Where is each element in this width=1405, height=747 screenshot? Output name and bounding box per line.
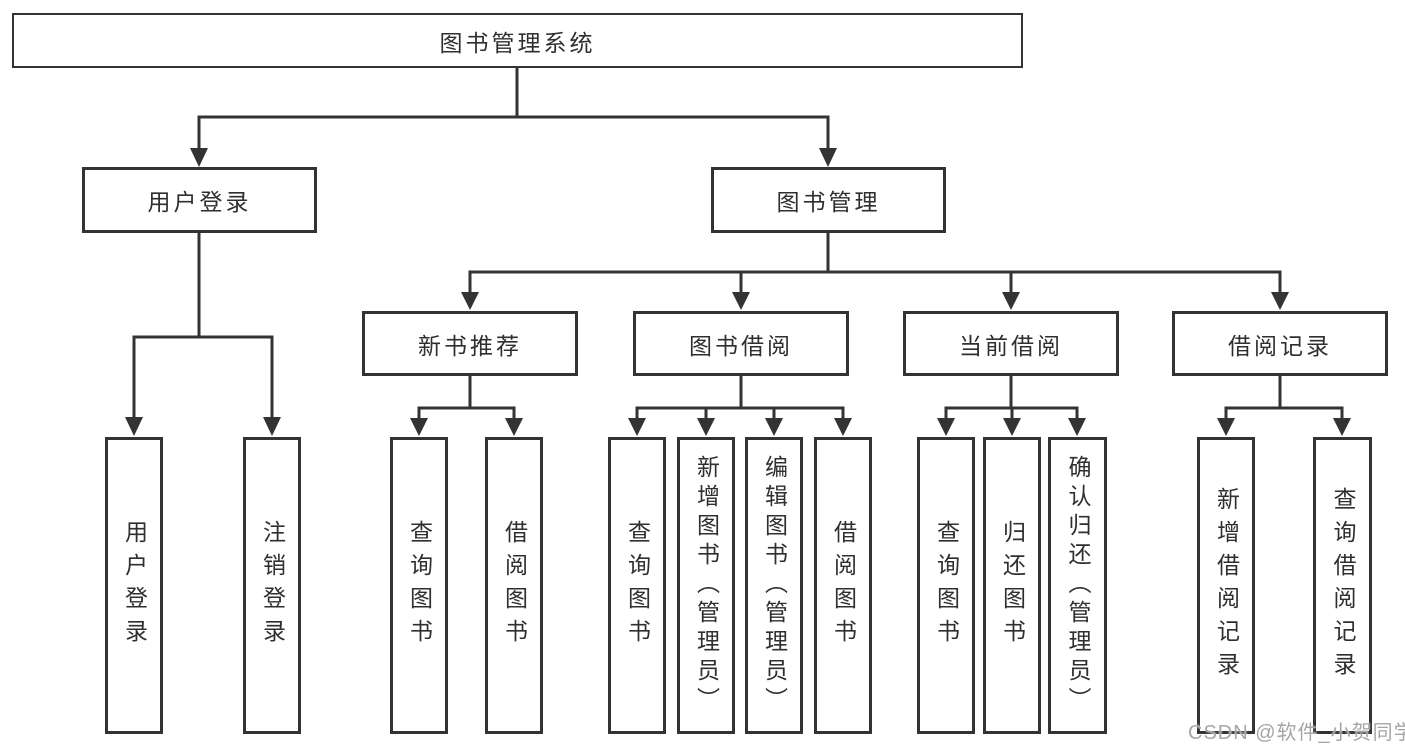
node-leaf-user-login: 用户登录 [105,437,163,734]
node-book-management: 图书管理 [711,167,946,233]
node-leaf-logout-label: 注销登录 [259,519,286,652]
node-leaf-logout: 注销登录 [243,437,301,734]
node-borrow-records: 借阅记录 [1172,311,1388,376]
arrowheads [125,148,1351,436]
node-leaf-borrow-books-recommend-label: 借阅图书 [501,519,528,652]
node-leaf-add-books-admin: 新增图书（管理员） [677,437,735,734]
node-leaf-borrow-books: 借阅图书 [814,437,872,734]
node-leaf-add-books-admin-label: 新增图书（管理员） [693,455,720,716]
node-user-login-label: 用户登录 [147,189,252,215]
node-leaf-return-books: 归还图书 [983,437,1041,734]
node-leaf-query-books-borrow-label: 查询图书 [624,519,651,652]
node-new-book-recommend: 新书推荐 [362,311,578,376]
node-leaf-confirm-return-admin: 确认归还（管理员） [1048,437,1107,734]
node-book-borrow: 图书借阅 [633,311,849,376]
node-leaf-add-borrow-record: 新增借阅记录 [1197,437,1255,734]
node-library-system: 图书管理系统 [12,13,1023,68]
node-user-login: 用户登录 [82,167,317,233]
node-leaf-query-books-borrow: 查询图书 [608,437,666,734]
node-library-system-label: 图书管理系统 [439,29,596,56]
node-book-borrow-label: 图书借阅 [689,332,793,359]
node-leaf-confirm-return-admin-label: 确认归还（管理员） [1065,455,1091,716]
node-leaf-edit-books-admin-label: 编辑图书（管理员） [761,455,788,716]
node-leaf-query-borrow-record-label: 查询借阅记录 [1330,486,1356,685]
node-leaf-edit-books-admin: 编辑图书（管理员） [745,437,803,734]
node-leaf-query-borrow-record: 查询借阅记录 [1313,437,1372,734]
node-leaf-query-books-recommend-label: 查询图书 [406,519,433,652]
node-leaf-query-books-current-label: 查询图书 [933,519,960,652]
node-new-book-recommend-label: 新书推荐 [418,332,522,359]
node-current-borrow: 当前借阅 [903,311,1119,376]
node-leaf-borrow-books-recommend: 借阅图书 [485,437,543,734]
node-leaf-user-login-label: 用户登录 [121,519,148,652]
node-leaf-query-books-current: 查询图书 [917,437,975,734]
node-book-management-label: 图书管理 [776,189,881,215]
node-leaf-return-books-label: 归还图书 [999,519,1026,652]
node-leaf-query-books-recommend: 查询图书 [390,437,448,734]
node-leaf-add-borrow-record-label: 新增借阅记录 [1213,486,1240,685]
node-current-borrow-label: 当前借阅 [959,332,1063,359]
csdn-watermark: CSDN @软件_小贺同学 [1188,722,1405,744]
node-borrow-records-label: 借阅记录 [1228,332,1332,359]
node-leaf-borrow-books-label: 借阅图书 [830,519,857,652]
